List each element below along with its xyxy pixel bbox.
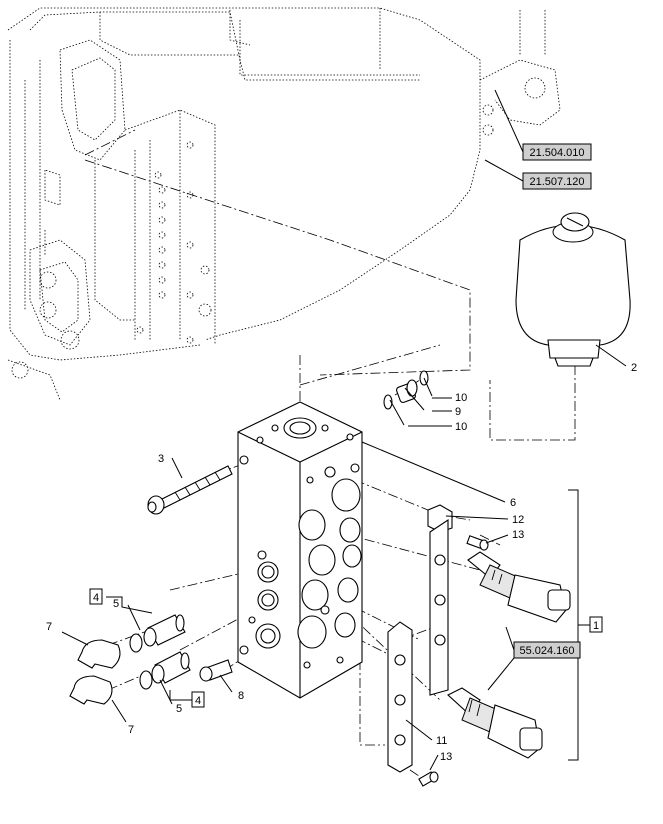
housing-bolt-holes xyxy=(136,141,212,344)
solenoid-valve-lower xyxy=(447,687,543,759)
callout-box-4-upper[interactable]: 4 xyxy=(89,588,103,605)
reference-box-55-024-160[interactable]: 55.024.160 xyxy=(513,641,581,659)
hose-clamps xyxy=(69,639,121,705)
reference-label: 21.507.120 xyxy=(529,176,584,188)
callout-13-upper: 13 xyxy=(512,529,524,541)
callout-box-4-lower[interactable]: 4 xyxy=(191,691,205,708)
callout-8: 8 xyxy=(238,690,244,702)
accumulator xyxy=(515,212,631,367)
solenoid-valve-upper xyxy=(467,551,571,623)
callout-2: 2 xyxy=(631,362,637,374)
bracket xyxy=(387,621,413,773)
callout-5-upper: 5 xyxy=(113,598,119,610)
callout-11: 11 xyxy=(436,735,447,747)
callout-number: 1 xyxy=(593,620,599,632)
callout-number: 4 xyxy=(93,592,99,604)
callout-6: 6 xyxy=(510,497,516,509)
transmission-housing xyxy=(7,7,561,401)
fittings xyxy=(129,614,191,690)
long-bolt xyxy=(147,465,233,515)
plug-and-orings xyxy=(383,370,429,410)
valve-block xyxy=(237,401,363,699)
callout-7-lower: 7 xyxy=(128,724,134,736)
small-screws xyxy=(418,535,489,787)
callout-9: 9 xyxy=(455,406,461,418)
callout-10-lower: 10 xyxy=(455,421,467,433)
callout-3: 3 xyxy=(158,453,164,465)
reference-label: 55.024.160 xyxy=(519,645,574,657)
callout-5-lower: 5 xyxy=(176,703,182,715)
reference-box-21-504-010[interactable]: 21.504.010 xyxy=(522,143,592,161)
callout-13-lower: 13 xyxy=(440,751,452,763)
clip xyxy=(427,504,453,696)
callout-number: 4 xyxy=(195,695,201,707)
callout-box-1[interactable]: 1 xyxy=(589,616,603,633)
leader-lines xyxy=(61,89,627,771)
callout-7-upper: 7 xyxy=(46,621,52,633)
callout-10-upper: 10 xyxy=(455,392,467,404)
callout-12: 12 xyxy=(512,514,524,526)
small-bolt xyxy=(199,659,233,682)
reference-label: 21.504.010 xyxy=(529,147,584,159)
reference-box-21-507-120[interactable]: 21.507.120 xyxy=(522,172,592,190)
